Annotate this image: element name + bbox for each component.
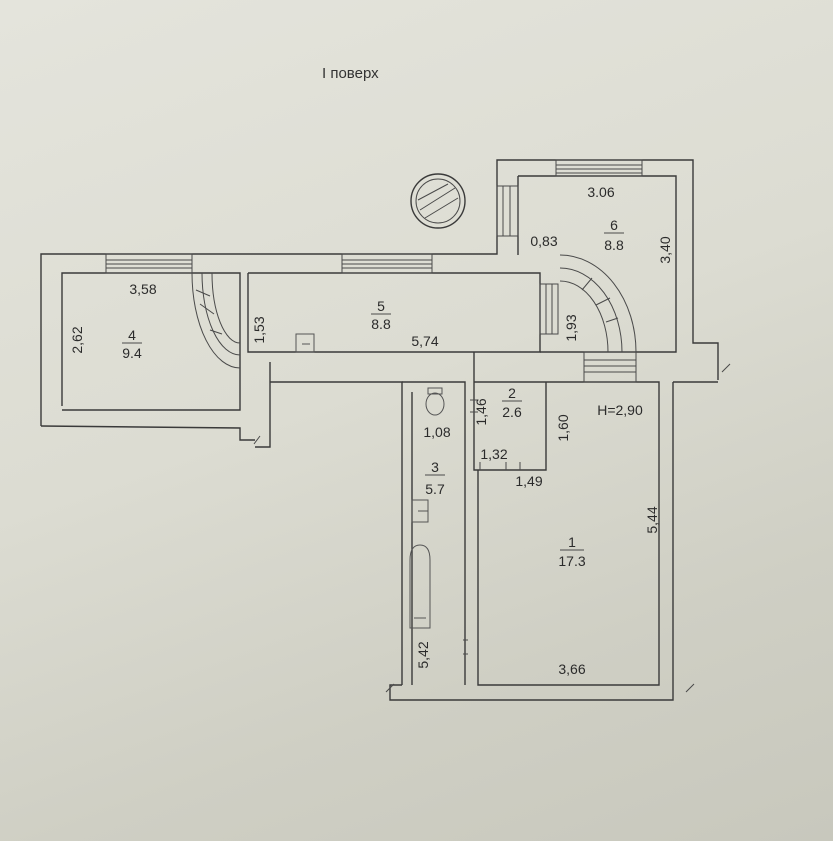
bathtub-icon bbox=[409, 544, 431, 629]
room-6-label: 6 8.8 bbox=[604, 217, 624, 253]
svg-text:17.3: 17.3 bbox=[558, 553, 585, 569]
window-room4 bbox=[105, 253, 193, 274]
svg-text:1: 1 bbox=[568, 534, 576, 550]
ceiling-height: H=2,90 bbox=[597, 402, 643, 418]
dim-r1-gap: 1,60 bbox=[555, 414, 571, 441]
svg-text:8.8: 8.8 bbox=[604, 237, 624, 253]
svg-text:5.7: 5.7 bbox=[425, 481, 445, 497]
window-room6-side bbox=[496, 185, 519, 237]
dimension-labels: 3,58 2,62 1,53 5,74 3.06 0,83 3,40 1,93 … bbox=[69, 184, 673, 677]
svg-text:4: 4 bbox=[128, 327, 136, 343]
dim-r5-length: 5,74 bbox=[411, 333, 438, 349]
svg-text:2: 2 bbox=[508, 385, 516, 401]
round-column-icon bbox=[410, 173, 466, 229]
windows bbox=[105, 159, 643, 383]
room-4-label: 4 9.4 bbox=[122, 327, 142, 361]
window-room5 bbox=[341, 253, 433, 274]
dim-r3-length: 5,42 bbox=[415, 641, 431, 668]
dim-r3-width: 1,08 bbox=[423, 424, 450, 440]
dim-r4-depth: 2,62 bbox=[69, 326, 85, 353]
floor-title: I поверх bbox=[322, 65, 379, 82]
arc-stair-room4 bbox=[191, 272, 241, 369]
window-room6 bbox=[555, 159, 643, 177]
room-3-label: 3 5.7 bbox=[425, 459, 445, 497]
door-ticks bbox=[253, 363, 731, 693]
svg-text:3: 3 bbox=[431, 459, 439, 475]
svg-text:9.4: 9.4 bbox=[122, 345, 142, 361]
arc-stair-room6 bbox=[559, 254, 637, 353]
svg-text:8.8: 8.8 bbox=[371, 316, 391, 332]
dim-r1-length: 5,44 bbox=[644, 506, 660, 533]
stove-icon bbox=[295, 333, 315, 353]
dim-r6-stair: 1,93 bbox=[563, 314, 579, 341]
sink-icon bbox=[411, 499, 429, 523]
svg-text:6: 6 bbox=[610, 217, 618, 233]
room-1-label: 1 17.3 bbox=[558, 534, 585, 569]
dim-r6-right: 3,40 bbox=[657, 236, 673, 263]
toilet-icon bbox=[425, 387, 445, 416]
window-room5-side bbox=[539, 283, 559, 335]
dim-r4-width: 3,58 bbox=[129, 281, 156, 297]
dim-r5-depth: 1,53 bbox=[251, 316, 267, 343]
dim-r2-width-a: 1,32 bbox=[480, 446, 507, 462]
dim-r2-depth: 1,46 bbox=[473, 398, 489, 425]
window-room1 bbox=[583, 351, 637, 383]
dim-r2-width-b: 1,49 bbox=[515, 473, 542, 489]
dim-r6-left: 0,83 bbox=[530, 233, 557, 249]
room-5-label: 5 8.8 bbox=[371, 298, 391, 332]
svg-text:2.6: 2.6 bbox=[502, 404, 522, 420]
dim-r1-width: 3,66 bbox=[558, 661, 585, 677]
svg-text:5: 5 bbox=[377, 298, 385, 314]
dim-r6-width: 3.06 bbox=[587, 184, 614, 200]
room-2-label: 2 2.6 bbox=[502, 385, 522, 420]
